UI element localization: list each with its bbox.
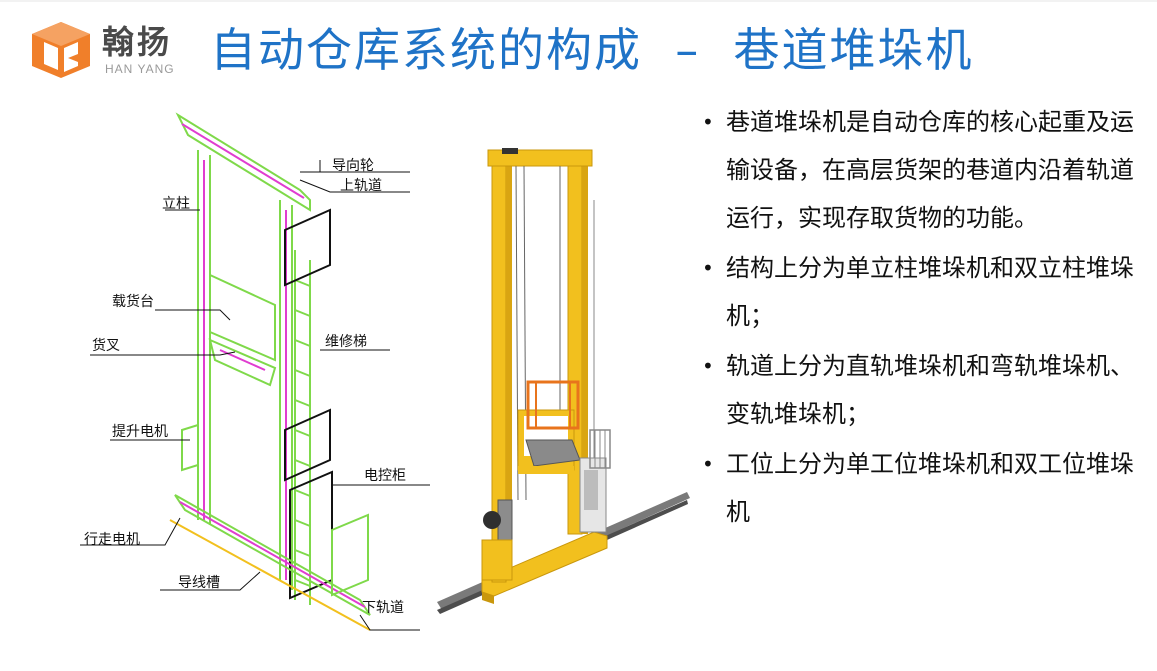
label-fork: 货叉 xyxy=(92,337,120,354)
label-cable-trough: 导线槽 xyxy=(178,575,220,591)
stacker-crane-diagram: 导向轮 上轨道 立柱 载货台 货叉 维修梯 提升电机 电控柜 行走电机 导线槽 … xyxy=(80,112,430,631)
bullet-text: 工位上分为单工位堆垛机和双工位堆垛机 xyxy=(726,450,1134,526)
brand-logo: 翰扬 HAN YANG xyxy=(28,20,188,80)
bullet-item: • 结构上分为单立柱堆垛机和双立柱堆垛机； xyxy=(696,244,1146,340)
bullet-dot-icon: • xyxy=(702,110,714,134)
bullet-list: • 巷道堆垛机是自动仓库的核心起重及运输设备，在高层货架的巷道内沿着轨道运行，实… xyxy=(696,98,1146,538)
stacker-crane-render xyxy=(437,148,690,614)
label-travel-motor: 行走电机 xyxy=(84,532,140,548)
bullet-text: 轨道上分为直轨堆垛机和弯轨堆垛机、变轨堆垛机； xyxy=(726,352,1134,428)
label-ladder: 维修梯 xyxy=(325,334,367,350)
label-guide-wheel: 导向轮 xyxy=(332,158,374,174)
label-upper-rail: 上轨道 xyxy=(340,178,382,194)
bullet-dot-icon: • xyxy=(702,354,714,378)
bullet-item: • 工位上分为单工位堆垛机和双工位堆垛机 xyxy=(696,440,1146,536)
bullet-text: 结构上分为单立柱堆垛机和双立柱堆垛机； xyxy=(726,254,1134,330)
page-title: 自动仓库系统的构成 – 巷道堆垛机 xyxy=(210,23,974,77)
bullet-item: • 轨道上分为直轨堆垛机和弯轨堆垛机、变轨堆垛机； xyxy=(696,342,1146,438)
label-hoist-motor: 提升电机 xyxy=(112,424,168,440)
bullet-item: • 巷道堆垛机是自动仓库的核心起重及运输设备，在高层货架的巷道内沿着轨道运行，实… xyxy=(696,98,1146,242)
top-divider xyxy=(0,0,1157,2)
brand-name-en: HAN YANG xyxy=(105,62,175,76)
hanyang-logo-icon xyxy=(32,22,90,78)
label-lower-rail: 下轨道 xyxy=(362,600,404,616)
brand-name-cn: 翰扬 xyxy=(102,23,173,61)
label-column: 立柱 xyxy=(162,196,190,212)
bullet-text: 巷道堆垛机是自动仓库的核心起重及运输设备，在高层货架的巷道内沿着轨道运行，实现存… xyxy=(726,108,1134,232)
label-carriage: 载货台 xyxy=(112,293,154,310)
bullet-dot-icon: • xyxy=(702,452,714,476)
label-cabinet: 电控柜 xyxy=(364,468,406,484)
bullet-dot-icon: • xyxy=(702,256,714,280)
